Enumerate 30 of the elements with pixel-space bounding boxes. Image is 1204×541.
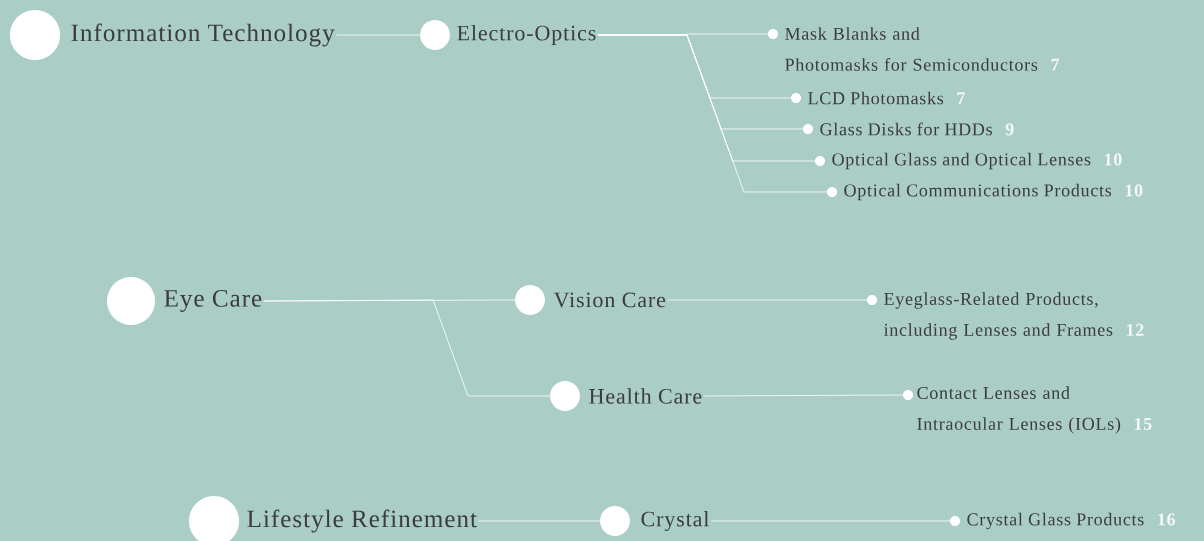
node-label: Electro-Optics <box>457 25 596 45</box>
connector-line <box>478 520 601 522</box>
page-number: 12 <box>1127 323 1144 336</box>
page-number: 16 <box>1158 513 1176 526</box>
page-number: 10 <box>1125 184 1143 197</box>
page-number: 15 <box>1134 417 1152 430</box>
connector-line <box>703 394 904 397</box>
node-label: Optical Communications Products 10 <box>844 183 1143 201</box>
node-label: Eyeglass-Related Products, including Lenses and Frames 12 <box>884 292 1144 340</box>
node-label: Contact Lenses and Intraocular Lenses (IOLs) 15 <box>917 386 1152 434</box>
node-label: Crystal Glass Products 16 <box>967 512 1176 530</box>
node-label: Lifestyle Refinement <box>247 509 477 533</box>
connector-line <box>335 34 421 36</box>
node-label: Health Care <box>589 388 702 404</box>
node-label: Glass Disks for HDDs 9 <box>820 122 1014 136</box>
page-number: 9 <box>1005 123 1014 136</box>
node-label: Information Technology <box>71 23 335 47</box>
node-label: Crystal <box>641 511 709 531</box>
node-label: Optical Glass and Optical Lenses 10 <box>832 152 1122 170</box>
page-number: 7 <box>957 92 965 105</box>
node-label: LCD Photomasks 7 <box>808 91 965 105</box>
connector-line <box>263 299 551 397</box>
connector-line <box>710 520 951 522</box>
node-label: Eye Care <box>164 290 262 312</box>
connector-line <box>597 34 828 193</box>
node-label: Vision Care <box>553 292 666 308</box>
page-number: 7 <box>1051 58 1059 71</box>
connector-line <box>667 299 868 301</box>
node-label: Mask Blanks and Photomasks for Semiconductors 7 <box>785 27 1059 71</box>
page-number: 10 <box>1105 153 1122 166</box>
